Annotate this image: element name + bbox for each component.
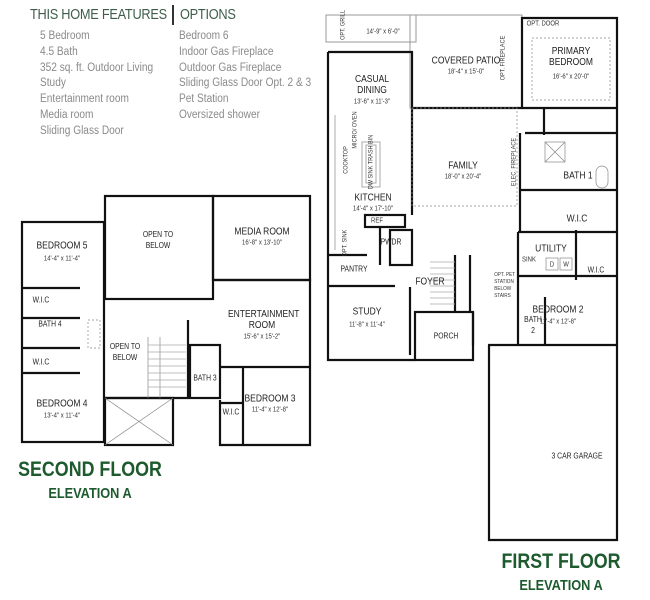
room-open-to-below-stair: OPEN TO BELOW: [109, 342, 141, 362]
dryer-label: D: [549, 261, 555, 269]
room-bedroom-4: BEDROOM 4: [36, 398, 88, 410]
cooktop-label: COOKTOP: [342, 146, 350, 174]
utility-sink-label: SINK: [522, 256, 536, 264]
room-entertainment: ENTERTAINMENT ROOM: [228, 309, 300, 331]
room-open-to-below-top: OPEN TO BELOW: [142, 230, 174, 250]
option-item: Oversized shower: [179, 108, 261, 121]
ref-label: REF: [371, 217, 383, 225]
feature-item: 4.5 Bath: [40, 45, 78, 58]
room-casual-dining: CASUAL DINING: [354, 74, 389, 96]
second-floor-walls: [20, 194, 312, 447]
feature-item: 5 Bedroom: [40, 30, 90, 42]
room-kitchen-dims: 14'-4" x 17'-10": [353, 205, 393, 213]
room-family-dims: 18'-0" x 20'-4": [444, 173, 482, 181]
room-wic-b: W.I.C: [32, 357, 50, 367]
room-bedroom-2-dims: 11'-4" x 12'-8": [539, 318, 577, 326]
room-bedroom-5: BEDROOM 5: [36, 240, 88, 252]
room-bedroom-5-dims: 14'-4" x 11'-4": [43, 255, 81, 263]
feature-item: Sliding Glass Door: [40, 124, 124, 137]
room-primary-bedroom: PRIMARY BEDROOM: [549, 46, 593, 68]
room-porch: PORCH: [433, 331, 459, 341]
feature-item: Media room: [40, 108, 94, 121]
opt-door-label: OPT. DOOR: [526, 20, 560, 28]
room-bedroom-3-dims: 11'-4" x 12'-8": [251, 406, 289, 414]
feature-item: Entertainment room: [40, 93, 129, 106]
room-utility: UTILITY: [535, 243, 567, 255]
room-bath-3: BATH 3: [193, 373, 217, 383]
island-label: DW SINK TRASH BIN: [367, 134, 375, 190]
room-garage: 3 CAR GARAGE: [551, 451, 603, 461]
room-covered-patio: COVERED PATIO: [431, 55, 501, 67]
first-floor-title: FIRST FLOOR: [501, 550, 621, 573]
opt-fireplace-label: OPT. FIREPLACE: [499, 35, 507, 81]
room-media: MEDIA ROOM: [234, 226, 290, 238]
room-bedroom-2: BEDROOM 2: [532, 304, 584, 316]
first-floor-subtitle: ELEVATION A: [519, 577, 603, 594]
room-family: FAMILY: [448, 160, 478, 172]
opt-sink-label: OPT. SINK: [341, 229, 349, 257]
room-media-dims: 16'-8" x 13'-10": [242, 239, 282, 247]
option-item: Bedroom 6: [179, 30, 229, 42]
first-floor-details: [334, 37, 611, 305]
features-list: 5 Bedroom 4.5 Bath 352 sq. ft. Outdoor L…: [40, 29, 153, 140]
room-study: STUDY: [352, 306, 382, 318]
room-bath-4: BATH 4: [38, 319, 62, 329]
room-bath-2: BATH 2: [524, 315, 542, 335]
feature-item: Study: [40, 77, 66, 90]
room-primary-bedroom-dims: 16'-6" x 20'-0": [552, 73, 590, 81]
elec-fireplace-label: ELEC. FIREPLACE: [510, 137, 518, 187]
option-item: Indoor Gas Fireplace: [179, 45, 274, 58]
room-bedroom-3: BEDROOM 3: [244, 393, 296, 405]
room-bedroom-4-dims: 13'-4" x 11'-4": [43, 412, 81, 420]
room-bath-1: BATH 1: [563, 170, 593, 182]
micro-oven-label: MICRO/ OVEN: [351, 111, 359, 149]
room-grill-dims: 14'-9" x 6'-0": [366, 28, 400, 36]
room-casual-dining-dims: 13'-6" x 11'-3": [353, 98, 391, 106]
room-foyer: FOYER: [415, 276, 445, 288]
room-wic-primary: W.I.C: [566, 213, 588, 225]
room-powder: PWDR: [380, 237, 402, 247]
header-divider: [172, 5, 174, 25]
room-study-dims: 11'-8" x 11'-4": [349, 321, 385, 329]
room-wic-c: W.I.C: [222, 407, 240, 417]
first-floor-walls: [325, 14, 619, 542]
feature-item: 352 sq. ft. Outdoor Living: [40, 61, 154, 74]
room-wic-bed2: W.I.C: [587, 265, 605, 275]
room-kitchen: KITCHEN: [354, 192, 392, 204]
options-title: OPTIONS: [180, 6, 236, 23]
pet-station-label: OPT. PET STATION BELOW STAIRS: [494, 272, 515, 299]
features-title: THIS HOME FEATURES: [30, 6, 167, 23]
second-floor-title: SECOND FLOOR: [18, 458, 162, 481]
room-opt-grill: OPT. GRILL: [339, 10, 347, 40]
second-floor-subtitle: ELEVATION A: [48, 485, 132, 502]
room-pantry: PANTRY: [340, 264, 368, 274]
option-item: Sliding Glass Door Opt. 2 & 3: [179, 77, 312, 90]
options-list: Bedroom 6 Indoor Gas Fireplace Outdoor G…: [179, 29, 311, 124]
washer-label: W: [563, 261, 569, 269]
room-covered-patio-dims: 18'-4" x 15'-0": [447, 68, 485, 76]
room-wic-a: W.I.C: [32, 295, 50, 305]
room-entertainment-dims: 15'-6" x 15'-2": [243, 333, 281, 341]
option-item: Pet Station: [179, 93, 229, 106]
second-floor-details: [87, 319, 186, 446]
option-item: Outdoor Gas Fireplace: [179, 61, 282, 74]
